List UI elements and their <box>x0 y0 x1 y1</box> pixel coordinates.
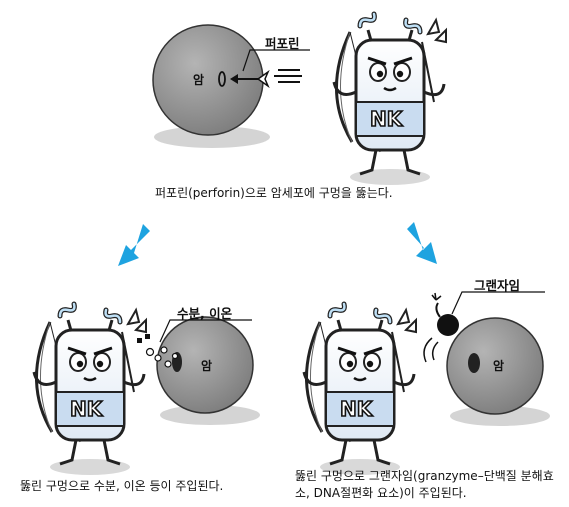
nk-badge: NK <box>370 107 404 131</box>
down-arrow-left-icon <box>118 224 150 266</box>
nk-character: NK <box>304 304 416 475</box>
granzyme-bomb-icon <box>423 292 459 363</box>
nk-character: NK <box>34 304 146 475</box>
cancer-cell <box>446 317 544 415</box>
panel-top: 암 NK <box>152 14 446 185</box>
cell-shadow <box>450 406 550 426</box>
cell-label: 암 <box>201 359 212 373</box>
granzyme-label: 그랜자임 <box>474 278 521 293</box>
cell-shadow <box>160 405 260 425</box>
ion-particles <box>137 334 179 368</box>
nk-badge: NK <box>340 397 374 421</box>
cell-shadow <box>154 126 270 148</box>
cell-label: 암 <box>193 73 204 87</box>
cell-label: 암 <box>493 359 504 373</box>
right-caption: 뚫린 구멍으로 그랜자임(granzyme–단백질 분해효소, DNA절편화 요… <box>295 469 554 500</box>
panel-right: NK 암 <box>304 291 550 475</box>
perforin-label: 퍼포린 <box>265 36 300 51</box>
nk-character: NK <box>334 14 446 185</box>
perforin-arrow-icon <box>230 69 302 89</box>
top-caption: 퍼포린(perforin)으로 암세포에 구멍을 뚫는다. <box>155 186 393 200</box>
panel-left: NK 암 <box>34 304 260 475</box>
callout-line <box>242 49 310 72</box>
pore <box>218 71 226 87</box>
callout-line <box>451 291 545 315</box>
water-ion-label: 수분, 이온 <box>177 306 233 321</box>
down-arrow-right-icon <box>407 222 437 264</box>
left-caption: 뚫린 구멍으로 수분, 이온 등이 주입된다. <box>20 479 224 493</box>
cancer-cell <box>156 316 254 414</box>
callout-line <box>159 319 252 343</box>
nk-badge: NK <box>70 397 104 421</box>
pore <box>468 353 480 373</box>
